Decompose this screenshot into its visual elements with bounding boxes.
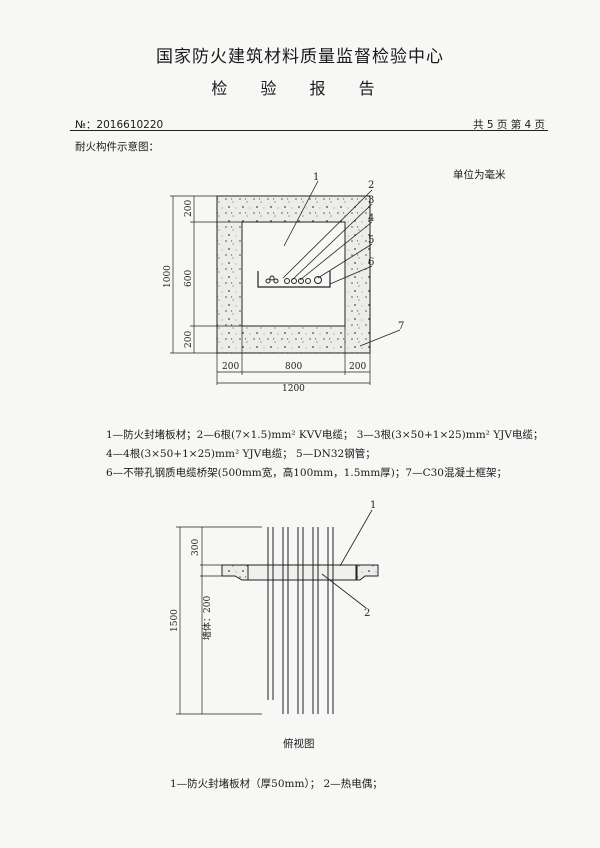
callout-5: 5 <box>368 235 374 246</box>
unit-note: 单位为毫米 <box>453 169 506 181</box>
dim-left-bottom: 200 <box>184 331 194 348</box>
figure1-dimensions <box>170 195 371 385</box>
figure1-leaders <box>282 180 401 347</box>
report-number: №：2016610220 <box>75 119 164 131</box>
fig2-dim-total: 1500 <box>170 609 180 632</box>
view-label: 俯视图 <box>283 738 315 750</box>
dim-bottom-mid: 800 <box>285 362 302 372</box>
figure2-dimensions <box>176 526 262 715</box>
wall-and-board <box>221 564 379 581</box>
dim-left-top: 200 <box>184 200 194 217</box>
callout-6: 6 <box>368 257 374 268</box>
report-title: 检 验 报 告 <box>211 79 389 98</box>
figure2-leaders <box>321 509 373 609</box>
page-info: 共 5 页 第 4 页 <box>473 119 546 131</box>
dim-left-total: 1000 <box>163 265 173 288</box>
concrete-frame <box>216 195 371 354</box>
header-rule <box>70 130 548 131</box>
org-title: 国家防火建筑材料质量监督检验中心 <box>156 47 444 67</box>
callout-4: 4 <box>368 213 374 224</box>
callout-1: 1 <box>313 172 319 183</box>
callout-7: 7 <box>398 321 404 332</box>
dim-bottom-right: 200 <box>349 362 366 372</box>
figure1-caption-line-1: 1—防火封堵板材；2—6根(7×1.5)mm² KVV电缆； 3—3根(3×50… <box>106 429 544 441</box>
section-title: 耐火构件示意图： <box>75 141 159 153</box>
figure1-callouts: 1 2 3 4 5 6 7 <box>313 172 404 332</box>
fig2-dim-top: 300 <box>191 539 201 556</box>
cables <box>267 527 334 714</box>
dim-left-mid: 600 <box>184 270 194 287</box>
dim-bottom-total: 1200 <box>282 384 305 394</box>
figure2-caption: 1—防火封堵板材（厚50mm）； 2—热电偶； <box>170 778 383 790</box>
dim-bottom-left: 200 <box>222 362 239 372</box>
fig2-callout-1: 1 <box>370 500 376 511</box>
callout-3: 3 <box>368 195 374 206</box>
fig2-callout-2: 2 <box>364 608 370 619</box>
figure1-caption-line-2: 4—4根(3×50+1×25)mm² YJV电缆； 5—DN32钢管； <box>106 448 376 460</box>
callout-2: 2 <box>368 180 374 191</box>
fig2-wall-label: 墙体：200 <box>201 596 213 640</box>
figure1-caption-line-3: 6—不带孔钢质电缆桥架(500mm宽，高100mm，1.5mm厚)；7—C30混… <box>106 467 507 479</box>
